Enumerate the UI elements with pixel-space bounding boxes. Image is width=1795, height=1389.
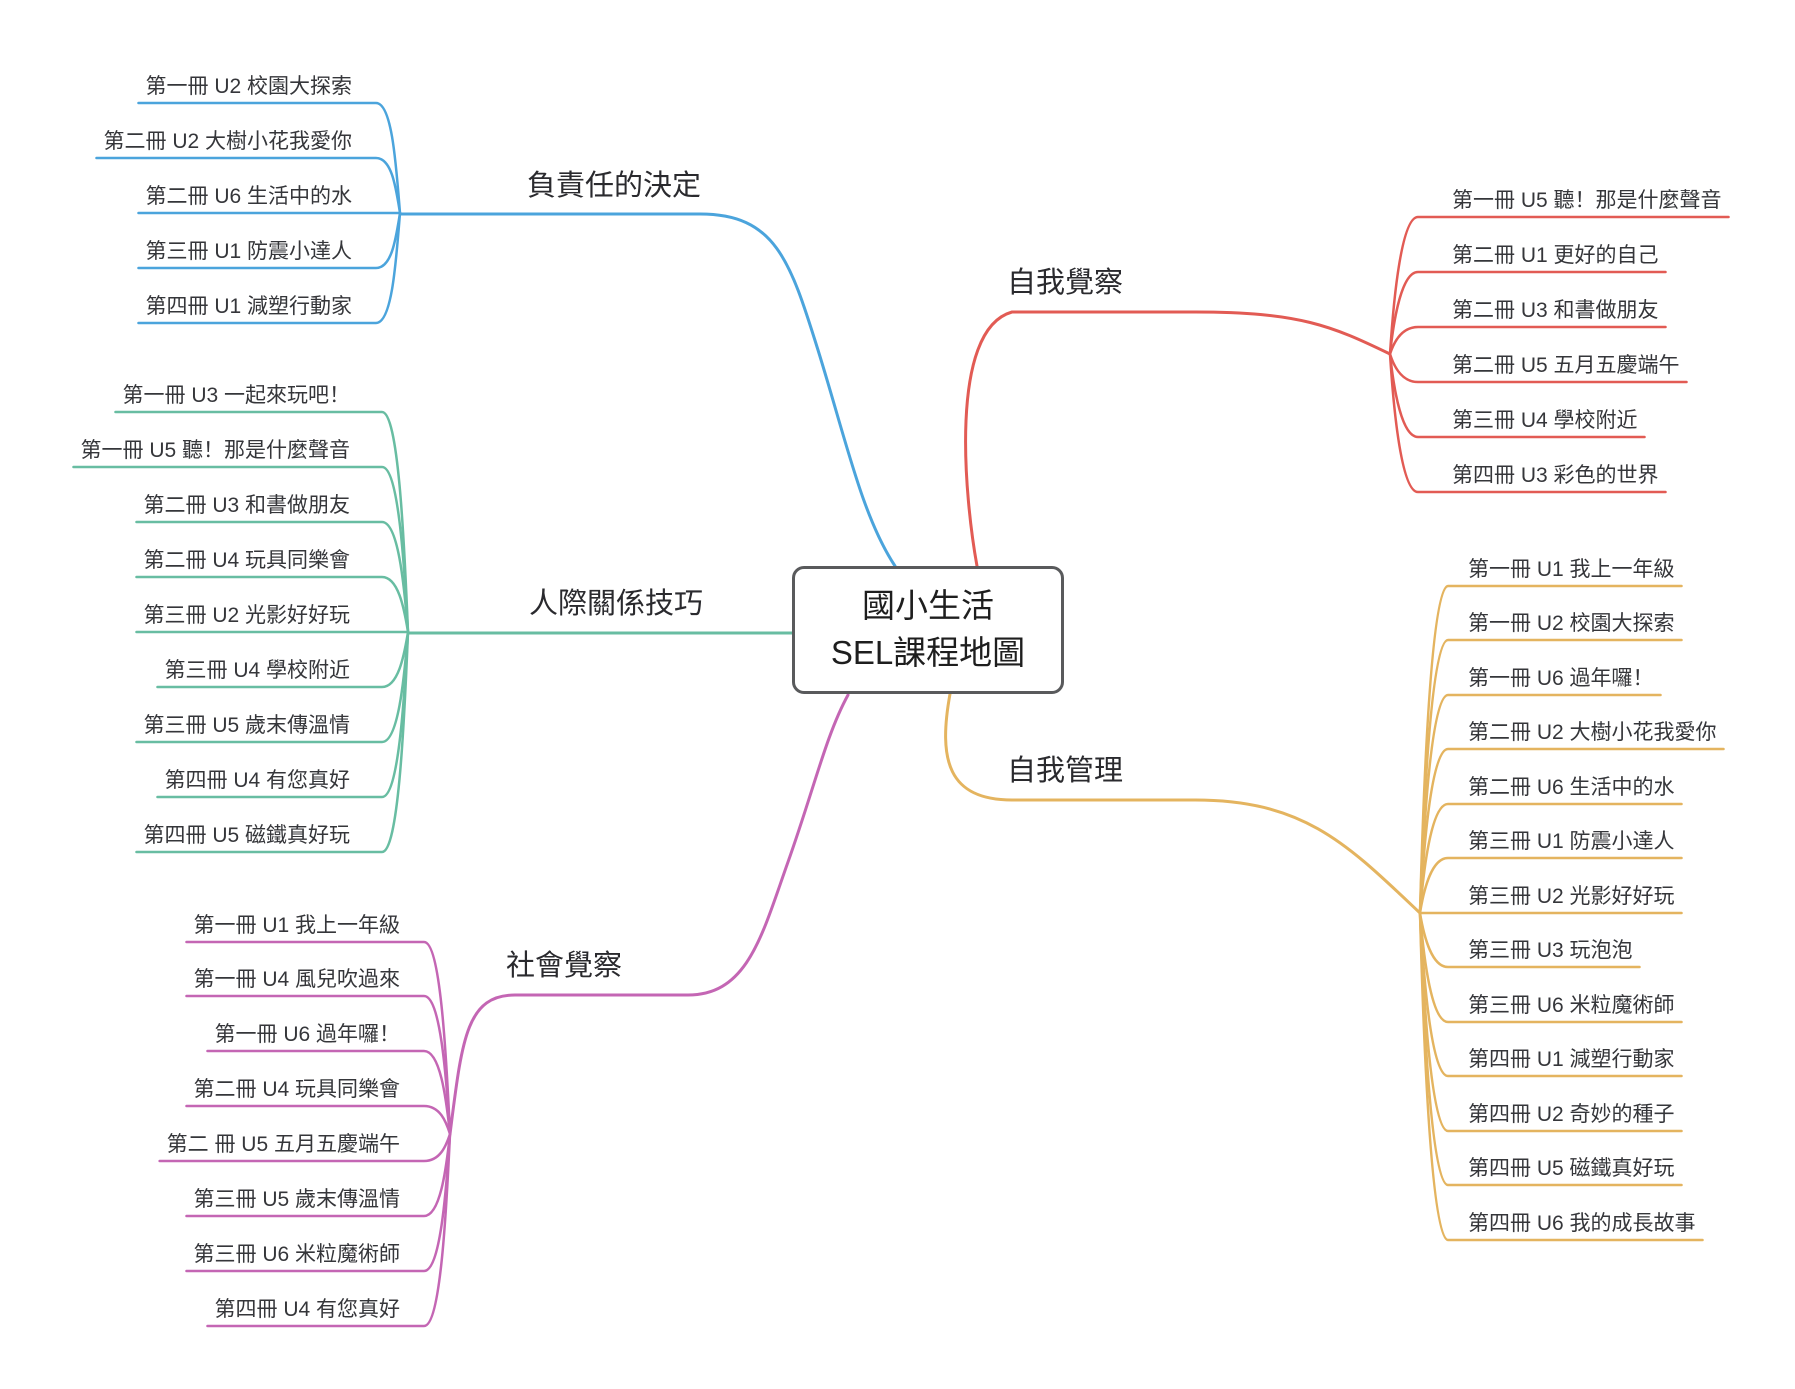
topic-item[interactable]: 第一冊 U6 過年囉！ [214, 1022, 400, 1046]
topic-item[interactable]: 第三冊 U2 光影好好玩 [1468, 884, 1675, 908]
topic-item[interactable]: 第二冊 U3 和書做朋友 [143, 493, 350, 517]
item-line [1418, 911, 1704, 1242]
item-line [135, 575, 410, 634]
topic-item[interactable]: 第四冊 U4 有您真好 [214, 1297, 400, 1321]
item-line [206, 1132, 452, 1328]
topic-item[interactable]: 第一冊 U1 我上一年級 [1468, 557, 1675, 581]
topic-item[interactable]: 第二冊 U3 和書做朋友 [1452, 298, 1659, 322]
item-line [1388, 270, 1667, 356]
branch-label-social-awareness[interactable]: 社會覺察 [505, 950, 623, 982]
topic-item[interactable]: 第三冊 U4 學校附近 [1452, 408, 1638, 432]
central-topic-title-line1: 國小生活 [862, 587, 994, 625]
topic-item[interactable]: 第一冊 U2 校園大探索 [145, 74, 352, 98]
topic-item[interactable]: 第三冊 U2 光影好好玩 [143, 603, 350, 627]
topic-item[interactable]: 第一冊 U3 一起來玩吧！ [122, 383, 350, 407]
topic-item[interactable]: 第四冊 U4 有您真好 [164, 768, 350, 792]
topic-item[interactable]: 第一冊 U5 聽！那是什麼聲音 [1452, 188, 1722, 212]
item-line [137, 101, 402, 215]
topic-item[interactable]: 第三冊 U1 防震小達人 [145, 239, 352, 263]
central-topic-title-line2: SEL課程地圖 [830, 634, 1026, 671]
topic-item[interactable]: 第四冊 U2 奇妙的種子 [1468, 1102, 1675, 1126]
topic-item[interactable]: 第一冊 U5 聽！那是什麼聲音 [80, 438, 350, 462]
branch-label-responsible-decision[interactable]: 負責任的決定 [526, 170, 702, 202]
branch-main-line-social-awareness [448, 693, 850, 1136]
item-line [137, 211, 402, 325]
branch-main-line-self-management [944, 692, 1422, 915]
item-line [1388, 325, 1667, 356]
topic-item[interactable]: 第四冊 U1 減塑行動家 [145, 294, 352, 318]
topic-item[interactable]: 第二冊 U2 大樹小花我愛你 [103, 129, 352, 153]
topic-item[interactable]: 第三冊 U3 玩泡泡 [1468, 938, 1633, 962]
topic-item[interactable]: 第三冊 U6 米粒魔術師 [1468, 993, 1675, 1017]
topic-item[interactable]: 第三冊 U4 學校附近 [164, 658, 350, 682]
topic-item[interactable]: 第二冊 U2 大樹小花我愛你 [1468, 720, 1717, 744]
central-topic[interactable]: 國小生活 SEL課程地圖 [792, 566, 1064, 694]
item-line [185, 1104, 452, 1136]
topic-item[interactable]: 第四冊 U6 我的成長故事 [1468, 1211, 1696, 1235]
branch-label-self-awareness[interactable]: 自我覺察 [1006, 267, 1124, 299]
topic-item[interactable]: 第四冊 U5 磁鐵真好玩 [143, 823, 350, 847]
item-line [206, 1049, 452, 1136]
item-line [135, 630, 410, 854]
topic-item[interactable]: 第二 冊 U5 五月五慶端午 [166, 1132, 400, 1156]
topic-item[interactable]: 第二冊 U1 更好的自己 [1452, 243, 1659, 267]
item-line [1388, 215, 1730, 356]
branch-main-line-self-awareness [964, 310, 1392, 568]
item-line [185, 994, 452, 1136]
topic-item[interactable]: 第四冊 U5 磁鐵真好玩 [1468, 1156, 1675, 1180]
topic-item[interactable]: 第二冊 U6 生活中的水 [1468, 775, 1675, 799]
branch-label-interpersonal-skills[interactable]: 人際關係技巧 [528, 588, 704, 620]
topic-item[interactable]: 第三冊 U5 歲末傳溫情 [193, 1187, 400, 1211]
item-line [1388, 352, 1667, 494]
topic-item[interactable]: 第四冊 U1 減塑行動家 [1468, 1047, 1675, 1071]
topic-item[interactable]: 第三冊 U6 米粒魔術師 [193, 1242, 400, 1266]
topic-item[interactable]: 第三冊 U5 歲末傳溫情 [143, 713, 350, 737]
topic-item[interactable]: 第一冊 U6 過年囉！ [1468, 666, 1654, 690]
topic-item[interactable]: 第二冊 U4 玩具同樂會 [193, 1077, 400, 1101]
item-line [135, 520, 410, 634]
topic-item[interactable]: 第一冊 U1 我上一年級 [193, 913, 400, 937]
topic-item[interactable]: 第四冊 U3 彩色的世界 [1452, 463, 1659, 487]
item-line [1418, 802, 1683, 915]
topic-item[interactable]: 第一冊 U2 校園大探索 [1468, 611, 1675, 635]
branch-main-line-responsible-decision [398, 212, 897, 568]
item-line [1418, 856, 1683, 915]
topic-item[interactable]: 第二冊 U4 玩具同樂會 [143, 548, 350, 572]
item-line [95, 156, 402, 215]
branch-label-self-management[interactable]: 自我管理 [1006, 755, 1124, 787]
topic-item[interactable]: 第三冊 U1 防震小達人 [1468, 829, 1675, 853]
topic-item[interactable]: 第二冊 U6 生活中的水 [145, 184, 352, 208]
topic-item[interactable]: 第二冊 U5 五月五慶端午 [1452, 353, 1680, 377]
topic-item[interactable]: 第一冊 U4 風兒吹過來 [193, 967, 400, 991]
